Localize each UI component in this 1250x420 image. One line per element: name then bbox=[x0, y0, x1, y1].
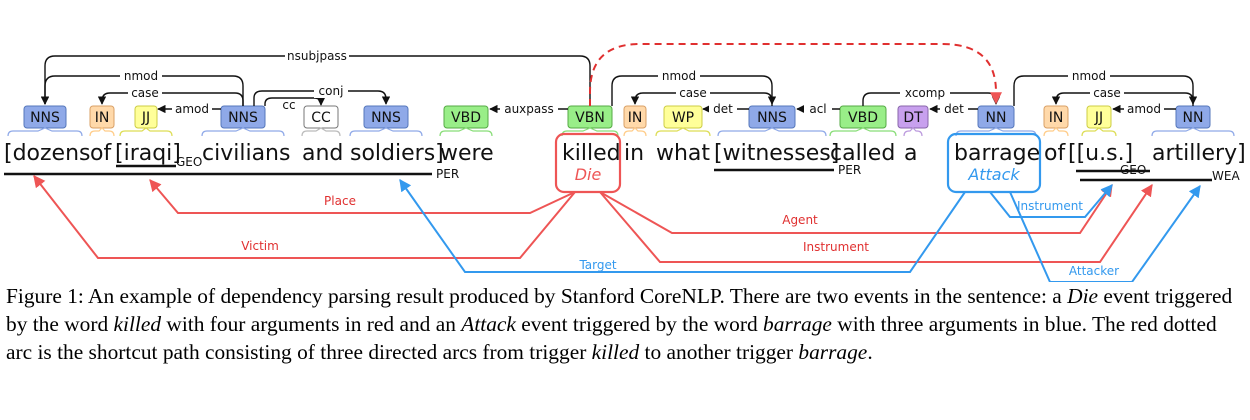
word: in bbox=[624, 141, 644, 166]
dep-label: det bbox=[713, 102, 733, 116]
caption-text: with four arguments in red and an bbox=[161, 312, 462, 336]
word: civilians bbox=[202, 141, 290, 166]
dep-label: amod bbox=[175, 102, 209, 116]
arg-place-label: Place bbox=[324, 194, 356, 208]
dep-label: auxpass bbox=[504, 102, 554, 116]
caption-term: barrage bbox=[798, 340, 868, 364]
arg-attacker-label: Attacker bbox=[1069, 264, 1119, 278]
word: [iraqi] bbox=[115, 141, 181, 166]
pos-tags: NNS IN JJ NNS CC NNS VBD VBN IN WP NNS V… bbox=[23, 105, 1211, 129]
caption-text: event triggered by the word bbox=[6, 284, 1233, 336]
dependency-diagram: NNS IN JJ NNS CC NNS VBD VBN IN WP NNS V… bbox=[4, 43, 1246, 282]
entity-spans: GEO PER PER GEO WEA bbox=[4, 155, 1240, 183]
die-trigger-box bbox=[554, 132, 622, 194]
word: [dozens bbox=[4, 141, 91, 166]
dependency-labels: nsubjpass nmod case amod cc conj auxpass… bbox=[120, 49, 1164, 116]
word: [witnesses] bbox=[714, 141, 839, 166]
word: soldiers] bbox=[350, 141, 444, 166]
word: a bbox=[904, 141, 917, 166]
entity-label: PER bbox=[838, 163, 861, 177]
caption-term: barrage bbox=[763, 312, 832, 336]
pos-tag: NNS bbox=[757, 110, 787, 126]
pos-tag: NNS bbox=[371, 110, 401, 126]
pos-tag: VBN bbox=[575, 110, 605, 126]
word: [[u.s.] bbox=[1068, 141, 1133, 166]
dep-label: case bbox=[131, 86, 159, 100]
caption-term: killed bbox=[113, 312, 162, 336]
figure-caption: Figure 1: An example of dependency parsi… bbox=[6, 282, 1246, 366]
trigger-die-label: Die bbox=[575, 165, 602, 184]
die-argument-arcs bbox=[33, 175, 1153, 263]
dep-label: cc bbox=[282, 98, 295, 112]
caption-term: Die bbox=[1067, 284, 1099, 308]
dep-label: nmod bbox=[1072, 69, 1106, 83]
pos-tag: DT bbox=[903, 110, 923, 126]
pos-tag: WP bbox=[672, 110, 694, 126]
trigger-attack-label: Attack bbox=[967, 165, 1020, 184]
dep-label: case bbox=[679, 86, 707, 100]
word: killed bbox=[562, 141, 621, 166]
dep-label: nmod bbox=[124, 69, 158, 83]
pos-tag: NN bbox=[986, 110, 1007, 126]
word: were bbox=[440, 141, 494, 166]
dep-label: det bbox=[944, 102, 964, 116]
attack-argument-arcs bbox=[399, 179, 1201, 282]
dep-label: conj bbox=[319, 84, 344, 98]
word: artillery] bbox=[1152, 141, 1246, 166]
argument-labels: Place Victim Target Agent Instrument Ins… bbox=[241, 194, 1119, 278]
shortcut-arc bbox=[589, 43, 1002, 106]
dep-label: acl bbox=[809, 102, 826, 116]
arg-target-label: Target bbox=[578, 258, 616, 272]
dep-label: nsubjpass bbox=[287, 49, 347, 63]
arg-instrument-label-attack: Instrument bbox=[1017, 199, 1083, 213]
caption-text: event triggered by the word bbox=[515, 312, 763, 336]
span-brackets bbox=[7, 127, 1235, 137]
caption-text: An example of dependency parsing result … bbox=[83, 284, 1068, 308]
arg-agent-label: Agent bbox=[782, 213, 818, 227]
word: barrage bbox=[954, 141, 1040, 166]
pos-tag: IN bbox=[628, 110, 643, 126]
dep-label: case bbox=[1093, 86, 1121, 100]
arc-case-3 bbox=[1051, 92, 1194, 106]
word: what bbox=[656, 141, 710, 166]
pos-tag: JJ bbox=[1094, 110, 1103, 126]
pos-tag: CC bbox=[311, 110, 331, 126]
dep-label: nmod bbox=[662, 69, 696, 83]
pos-tag: JJ bbox=[141, 110, 150, 126]
word: called bbox=[830, 141, 895, 166]
arc-cc bbox=[264, 97, 326, 106]
caption-label: Figure 1: bbox=[6, 284, 84, 308]
entity-label: GEO bbox=[176, 155, 202, 169]
entity-label: GEO bbox=[1120, 163, 1146, 177]
caption-term: killed bbox=[591, 340, 640, 364]
attack-trigger-box bbox=[946, 132, 1042, 194]
arg-instrument-label: Instrument bbox=[803, 240, 869, 254]
sentence-words: [dozens of [iraqi] civilians and soldier… bbox=[4, 141, 1246, 166]
pos-tag: VBD bbox=[451, 110, 481, 126]
pos-tag: NN bbox=[1183, 110, 1204, 126]
word: of bbox=[1044, 141, 1066, 166]
pos-tag: NNS bbox=[228, 110, 258, 126]
pos-tag: VBD bbox=[848, 110, 878, 126]
caption-text: with three arguments in blue. The red do… bbox=[6, 312, 1217, 364]
caption-text: . bbox=[867, 340, 873, 364]
entity-label: WEA bbox=[1212, 169, 1240, 183]
pos-tag: NNS bbox=[30, 110, 60, 126]
dep-label: amod bbox=[1127, 102, 1161, 116]
caption-term: Attack bbox=[461, 312, 516, 336]
word: and bbox=[302, 141, 343, 166]
entity-label: PER bbox=[436, 167, 459, 181]
pos-tag: IN bbox=[1049, 110, 1064, 126]
word: of bbox=[90, 141, 112, 166]
dependency-arcs bbox=[40, 55, 1198, 114]
dep-label: xcomp bbox=[905, 86, 945, 100]
pos-tag: IN bbox=[95, 110, 110, 126]
arc-case-1 bbox=[97, 92, 244, 106]
arg-victim-label: Victim bbox=[241, 239, 279, 253]
caption-text: to another trigger bbox=[639, 340, 799, 364]
